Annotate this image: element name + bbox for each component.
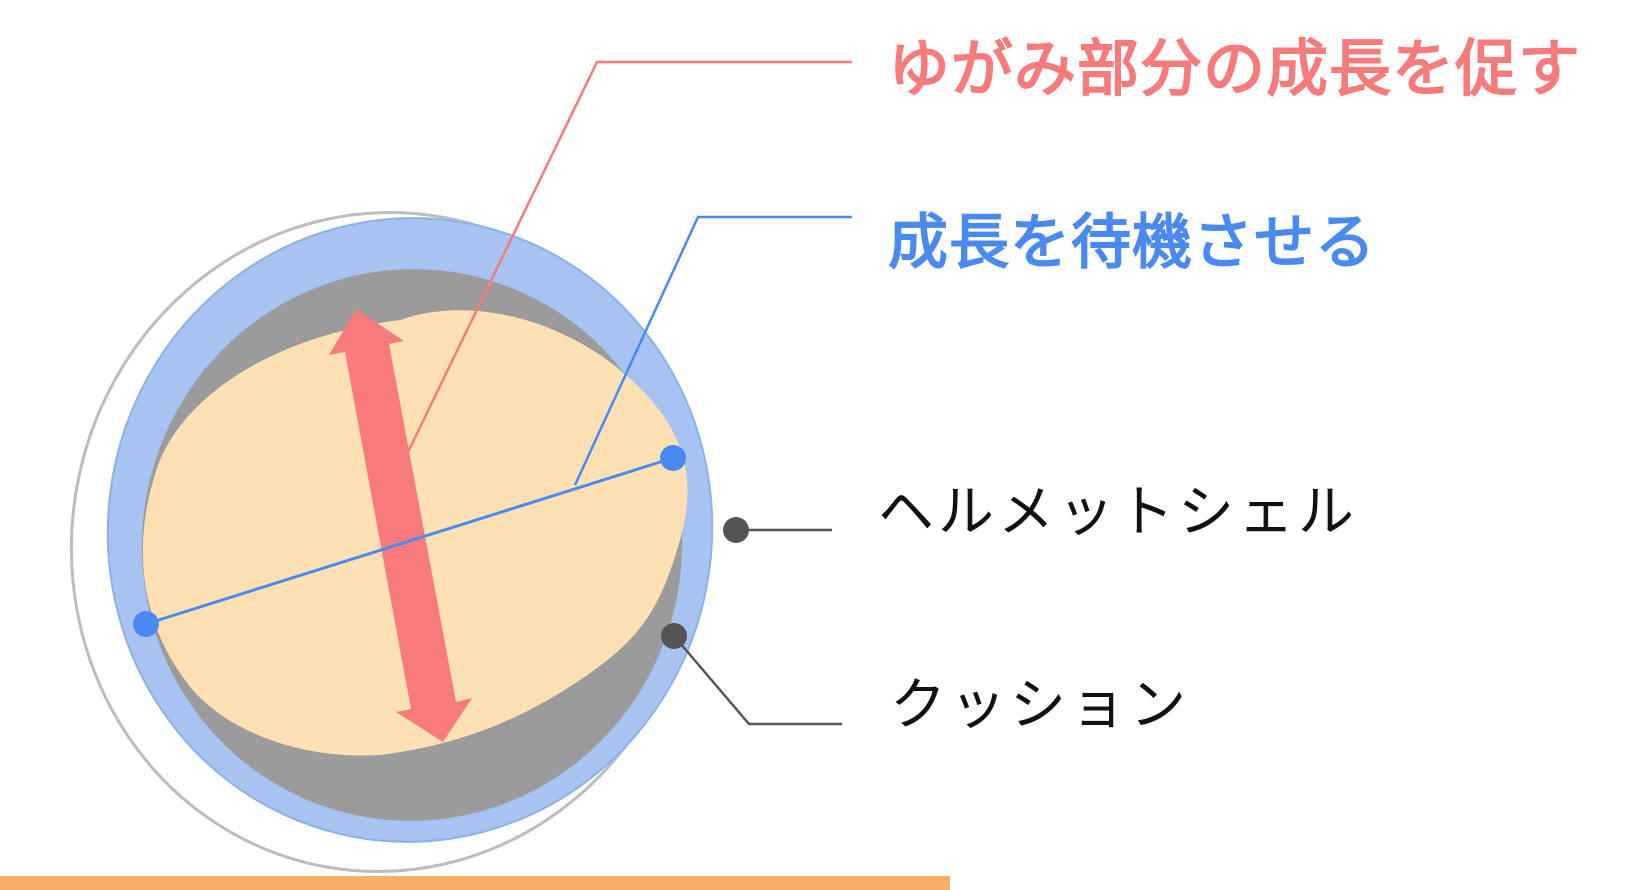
- head-width-endpoint-right: [660, 445, 686, 471]
- label-cushion: クッション: [890, 673, 1190, 738]
- growth-arrow: [329, 309, 472, 742]
- cushion-pointer-line: [673, 635, 842, 726]
- label-wait-growth: 成長を待機させる: [888, 208, 1376, 278]
- growth-pointer-line: [406, 60, 852, 453]
- cushion-pointer-dot: [661, 623, 687, 649]
- shell-pointer-dot: [723, 517, 749, 543]
- floor-bar: [0, 876, 950, 890]
- label-promote-growth: ゆがみ部分の成長を促す: [888, 32, 1582, 105]
- wait-pointer-line: [573, 215, 852, 486]
- head-width-line: [145, 456, 674, 626]
- label-helmet-shell: ヘルメットシェル: [878, 480, 1358, 545]
- head-width-endpoint-left: [133, 611, 159, 637]
